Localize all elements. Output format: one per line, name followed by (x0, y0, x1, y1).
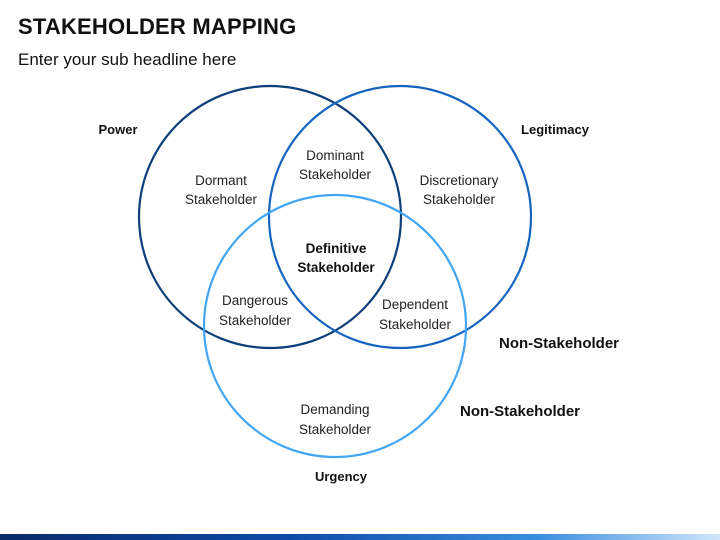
dormant-line-2: Stakeholder (185, 192, 258, 207)
dangerous-line-1: Dangerous (222, 293, 288, 308)
dominant-line-2: Stakeholder (299, 167, 372, 182)
legitimacy-circle (267, 84, 533, 350)
page-title: STAKEHOLDER MAPPING (18, 14, 297, 39)
discretionary-line-2: Stakeholder (423, 192, 496, 207)
bottom-accent-bar (0, 534, 720, 540)
dominant-line-1: Dominant (306, 148, 364, 163)
demanding-line-2: Stakeholder (299, 422, 372, 437)
non-stakeholder-lower: Non-Stakeholder (460, 403, 580, 420)
demanding-line-1: Demanding (300, 402, 369, 417)
dependent-line-1: Dependent (382, 297, 448, 312)
urgency-label: Urgency (315, 469, 368, 484)
legitimacy-label: Legitimacy (521, 122, 590, 137)
page-subtitle: Enter your sub headline here (18, 50, 237, 69)
definitive-line-1: Definitive (306, 241, 367, 256)
discretionary-line-1: Discretionary (420, 173, 499, 188)
dangerous-line-2: Stakeholder (219, 313, 292, 328)
urgency-circle (202, 193, 468, 459)
definitive-line-2: Stakeholder (297, 260, 375, 275)
power-label: Power (98, 122, 137, 137)
dormant-line-1: Dormant (195, 173, 247, 188)
dependent-line-2: Stakeholder (379, 317, 452, 332)
power-circle (137, 84, 403, 350)
non-stakeholder-upper: Non-Stakeholder (499, 335, 619, 352)
